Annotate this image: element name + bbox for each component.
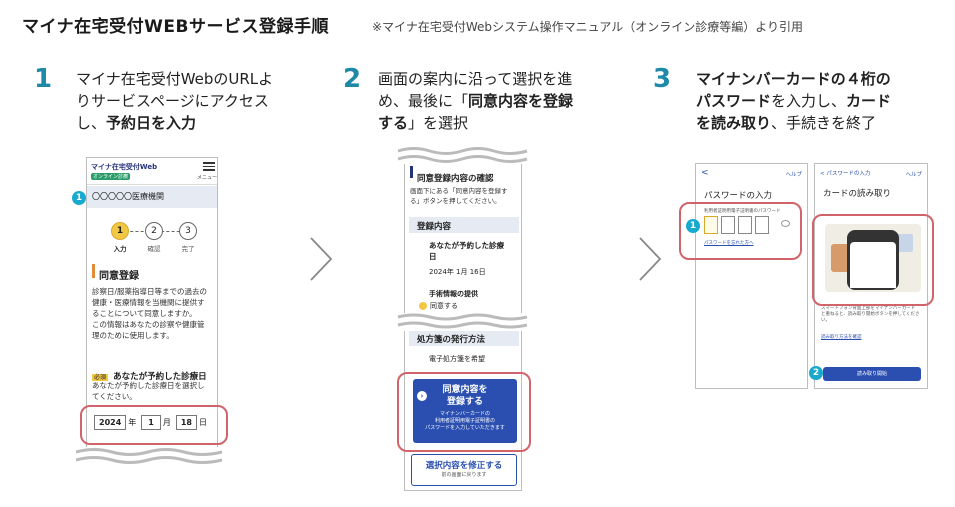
step-2-line: 画面の案内に沿って選択を進 xyxy=(378,70,573,88)
show-password-eye-icon[interactable] xyxy=(781,220,790,227)
wave-divider-icon xyxy=(396,313,529,331)
confirm-title: 同意登録内容の確認 xyxy=(410,166,494,184)
start-reading-button[interactable]: 読み取り開始 xyxy=(823,367,921,381)
wave-divider-icon xyxy=(397,147,528,163)
page-title: マイナ在宅受付WEBサービス登録手順 xyxy=(22,17,329,37)
register-consent-button[interactable]: › 同意内容を登録する マイナンバーカードの利用者証明用電子証明書のパスワードを… xyxy=(413,379,517,443)
card-instructions: スマートフォン背面上部をマイナンバーカードと重ねると、読み取り開始ボタンを押して… xyxy=(821,306,920,323)
card-read-title: カードの読み取り xyxy=(823,189,892,199)
modify-label: 選択内容を修正する xyxy=(425,461,503,471)
next-step-arrow-icon xyxy=(639,237,662,281)
pin-digit-input[interactable] xyxy=(704,216,718,234)
menu-label: メニュー xyxy=(196,175,217,181)
confirm-help: 画面下にある「同意内容を登録する」ボタンを押してください。 xyxy=(410,187,508,205)
step-3-line: パスワードを入力し、カード xyxy=(696,92,892,110)
card-illustration xyxy=(825,224,921,292)
progress-steps: 1 2 3 入力 確認 完了 xyxy=(107,222,202,256)
back-button[interactable]: < xyxy=(701,168,709,178)
date-question: あなたが予約した診療日 xyxy=(429,241,504,261)
step-1-description: マイナ在宅受付WebのURLよ りサービスページにアクセス し、予約日を入力 xyxy=(76,68,316,134)
card-photo-icon xyxy=(831,244,851,272)
progress-label-3: 完了 xyxy=(181,245,195,253)
marker-2: 2 xyxy=(809,366,823,380)
marker-1: 1 xyxy=(72,191,86,205)
date-value: 2024年 1月 16日 xyxy=(429,268,486,276)
modify-selection-button[interactable]: 選択内容を修正する 前の画面に戻ります xyxy=(411,454,517,486)
pin-digit-input[interactable] xyxy=(738,216,752,234)
phone-screen-area xyxy=(850,242,896,288)
progress-label-1: 入力 xyxy=(113,245,127,253)
date-inputs: 2024 年 1 月 18 日 xyxy=(94,415,207,430)
password-title: パスワードの入力 xyxy=(704,191,773,201)
help-link[interactable]: ヘルプ xyxy=(905,172,922,178)
chevron-right-icon: › xyxy=(417,391,427,401)
pin-digit-input[interactable] xyxy=(721,216,735,234)
step-2-number: 2 xyxy=(343,64,362,94)
consent-text: 診察日/服薬指導日等までの過去の健康・医療情報を当機関に提供することについて同意… xyxy=(92,287,208,340)
phone-screen-step-3-card: < パスワードの入力 ヘルプ カードの読み取り スマートフォン背面上部をマイナン… xyxy=(814,163,928,389)
required-badge: 必須 xyxy=(92,374,109,381)
progress-label-2: 確認 xyxy=(147,245,161,253)
progress-step-1: 1 xyxy=(111,222,129,240)
day-select[interactable]: 18 xyxy=(175,415,197,430)
step-3-number: 3 xyxy=(653,64,672,94)
help-link[interactable]: ヘルプ xyxy=(785,172,802,178)
surgery-value: 同意する xyxy=(419,301,458,311)
step-3-line: マイナンバーカードの４桁の xyxy=(696,70,891,88)
forgot-password-link[interactable]: パスワードを忘れた方へ xyxy=(704,241,754,246)
surgery-question: 手術情報の提供 xyxy=(429,290,478,298)
pin-input-group xyxy=(704,216,769,234)
rx-title-bar: 処方箋の発行方法 xyxy=(409,330,519,346)
app-header: マイナ在宅受付Web オンライン診療 メニュー xyxy=(87,158,217,185)
step-1-line: マイナ在宅受付WebのURLよ xyxy=(76,70,274,88)
highlight-register-button xyxy=(397,372,531,452)
wave-divider-icon xyxy=(75,448,223,464)
step-1-line: し、予約日を入力 xyxy=(76,114,197,132)
clinic-name: 〇〇〇〇〇医療機関 xyxy=(92,192,164,201)
password-field-label: 利用者証明用電子証明書のパスワード xyxy=(704,209,781,214)
highlight-date-input xyxy=(80,405,228,445)
clinic-bar: 〇〇〇〇〇医療機関 xyxy=(87,186,217,208)
register-label: 同意内容を登録する xyxy=(442,385,488,407)
source-note: ※マイナ在宅受付Webシステム操作マニュアル（オンライン診療等編）より引用 xyxy=(372,20,804,34)
pin-digit-input[interactable] xyxy=(755,216,769,234)
step-2-line: め、最後に「同意内容を登録 xyxy=(378,92,574,110)
step-1-line: りサービスページにアクセス xyxy=(76,92,269,110)
modify-sublabel: 前の画面に戻ります xyxy=(441,472,487,478)
highlight-password-input xyxy=(679,202,802,260)
step-2-description: 画面の案内に沿って選択を進 め、最後に「同意内容を登録 する」を選択 xyxy=(378,68,618,134)
phone-screen-step-3-password: < ヘルプ パスワードの入力 利用者証明用電子証明書のパスワード パスワードを忘… xyxy=(695,163,808,389)
step-3-line: を読み取り、手続きを終了 xyxy=(696,114,877,132)
date-heading: 必須 あなたが予約した診療日 xyxy=(92,372,207,382)
selected-dot-icon xyxy=(419,302,427,310)
progress-step-3: 3 xyxy=(179,222,197,240)
marker-1: 1 xyxy=(686,219,700,233)
app-badge: オンライン診療 xyxy=(91,173,131,180)
step-1-number: 1 xyxy=(34,64,53,94)
next-step-arrow-icon xyxy=(310,237,333,281)
phone-screen-step-1: マイナ在宅受付Web オンライン診療 メニュー 〇〇〇〇〇医療機関 1 2 3 … xyxy=(86,157,218,447)
step-3-description: マイナンバーカードの４桁の パスワードを入力し、カード を読み取り、手続きを終了 xyxy=(696,68,941,134)
back-button[interactable]: < パスワードの入力 xyxy=(820,171,871,177)
how-to-read-link[interactable]: 読み取り方法を確認 xyxy=(821,335,862,340)
highlight-card-reading xyxy=(812,214,934,306)
date-help: あなたが予約した診療日を選択してください。 xyxy=(92,381,205,401)
content-title-bar: 登録内容 xyxy=(409,217,519,233)
year-select[interactable]: 2024 xyxy=(94,415,127,430)
register-sublabel: マイナンバーカードの利用者証明用電子証明書のパスワードを入力していただきます xyxy=(425,411,505,431)
month-select[interactable]: 1 xyxy=(141,415,161,430)
app-title: マイナ在宅受付Web xyxy=(91,163,158,171)
step-2-line: する」を選択 xyxy=(378,114,469,132)
menu-button[interactable] xyxy=(203,161,215,173)
section-title-consent: 同意登録 xyxy=(92,264,139,282)
phone-overlay-icon xyxy=(847,230,899,290)
rx-value: 電子処方箋を希望 xyxy=(429,355,485,363)
progress-step-2: 2 xyxy=(145,222,163,240)
